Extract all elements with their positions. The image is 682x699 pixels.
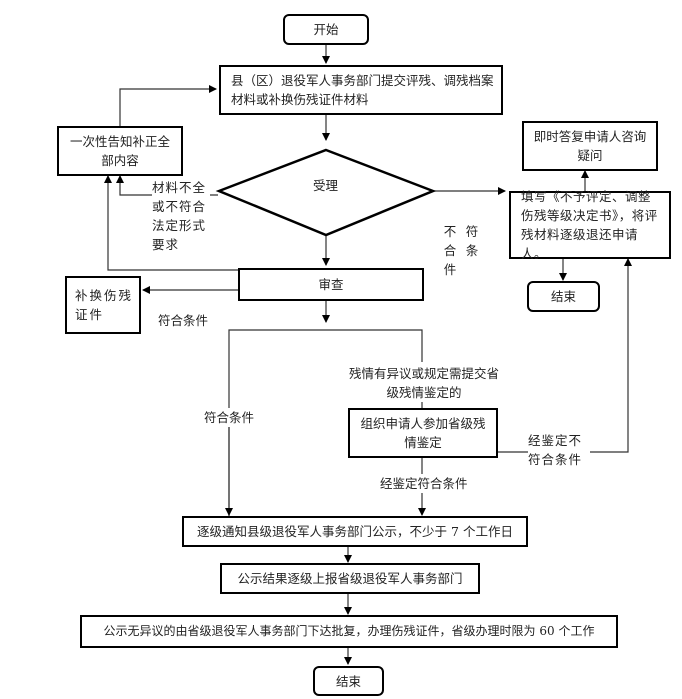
approve-box: 公示无异议的由省级退役军人事务部门下达批复，办理伤残证件，省级办理时限为 60 … [80,615,618,648]
appraisal-pass-label: 经鉴定符合条件 [380,474,468,493]
end-right-label: 结束 [550,289,576,304]
reply-inquiry-box: 即时答复申请人咨询疑问 [522,121,658,171]
accept-decision-diamond [215,148,437,237]
start-node: 开始 [283,14,369,45]
qualified-label-top: 符合条件 [158,311,209,330]
incomplete-materials-label: 材料不全或不符合法定形式要求 [152,178,210,254]
submit-materials-text: 县（区）退役军人事务部门提交评残、调残档案材料或补换伤残证件材料 [231,73,494,107]
notify-correction-text: 一次性告知补正全部内容 [69,134,170,168]
publicize-text: 逐级通知县级退役军人事务部门公示，不少于 7 个工作日 [197,524,513,539]
not-qualified-label-col1: 不合件 [443,224,457,277]
reply-inquiry-text: 即时答复申请人咨询疑问 [533,129,647,163]
qualified-label-left: 符合条件 [204,408,255,427]
arrow-review-to-notify [104,175,238,271]
dispute-label: 残情有异议或规定需提交省级残情鉴定的 [346,364,502,402]
rejection-decision-box: 填写《不予评定、调整伤残等级决定书》，将评残材料逐级退还申请人。 [509,189,671,261]
rejection-decision-text: 填写《不予评定、调整伤残等级决定书》，将评残材料逐级退还申请人。 [521,189,658,261]
publicize-box: 逐级通知县级退役军人事务部门公示，不少于 7 个工作日 [182,516,528,547]
submit-materials-box: 县（区）退役军人事务部门提交评残、调残档案材料或补换伤残证件材料 [219,65,503,115]
provincial-appraisal-text: 组织申请人参加省级残情鉴定 [360,416,486,450]
replace-certificate-box: 补换伤残证件 [65,276,141,334]
approve-text: 公示无异议的由省级退役军人事务部门下达批复，办理伤残证件，省级办理时限为 60 … [103,624,595,638]
end-bottom-label: 结束 [335,673,361,689]
not-qualified-label-col2: 符条 [465,224,479,258]
report-result-box: 公示结果逐级上报省级退役军人事务部门 [220,563,480,594]
arrow-notify-to-submit [119,85,217,126]
notify-correction-box: 一次性告知补正全部内容 [57,126,183,176]
start-label: 开始 [313,22,339,37]
end-node-bottom: 结束 [313,666,384,696]
replace-certificate-text: 补换伤残证件 [75,288,134,322]
review-box: 审查 [238,268,424,301]
accept-decision-label: 受理 [313,178,339,193]
provincial-appraisal-box: 组织申请人参加省级残情鉴定 [348,408,498,458]
end-node-right: 结束 [527,281,600,312]
appraisal-fail-label: 经鉴定不符合条件 [528,431,590,469]
review-text: 审查 [318,277,344,292]
report-result-text: 公示结果逐级上报省级退役军人事务部门 [237,571,463,586]
